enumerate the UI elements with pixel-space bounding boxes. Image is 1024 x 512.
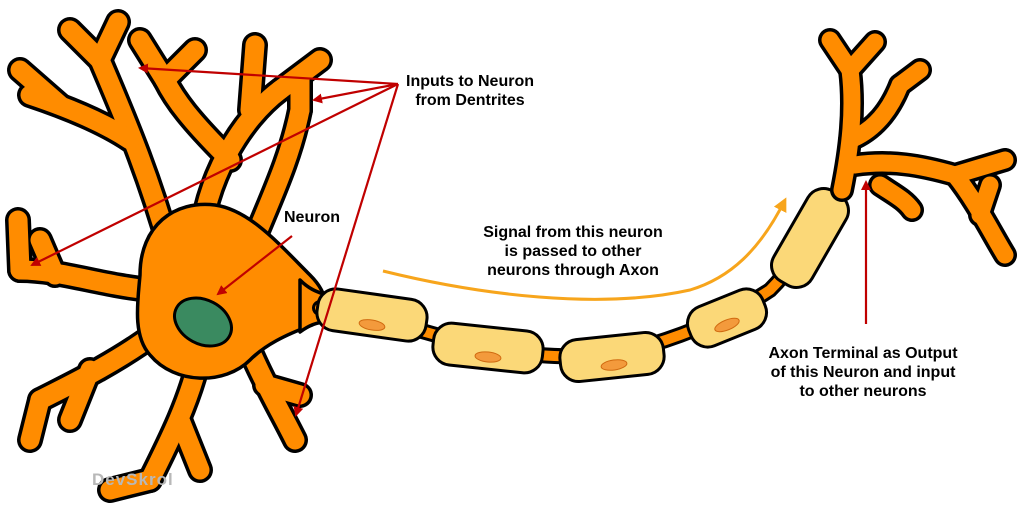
- label-inputs-to-neuron: Inputs to Neuron from Dentrites: [370, 72, 570, 110]
- label-line: is passed to other: [504, 243, 642, 260]
- myelin-segment: [431, 321, 545, 375]
- schwann-nucleus: [474, 351, 502, 363]
- input-arrows: [30, 63, 871, 417]
- label-line: Axon Terminal as Output: [768, 345, 958, 362]
- label-line: from Dentrites: [415, 92, 525, 109]
- axon-terminal: [818, 28, 1017, 267]
- schwann-nucleus: [358, 319, 386, 331]
- schwann-nucleus: [714, 317, 740, 333]
- label-neuron: Neuron: [262, 208, 362, 227]
- myelin-segment: [315, 287, 429, 343]
- label-line: to other neurons: [799, 383, 927, 400]
- arrow-to-cell-body: [216, 235, 293, 296]
- label-line: neurons through Axon: [487, 262, 659, 279]
- watermark: DevSkrol: [92, 470, 174, 489]
- label-line: Inputs to Neuron: [406, 73, 534, 90]
- label-axon-terminal: Axon Terminal as Output of this Neuron a…: [738, 344, 988, 401]
- arrow-to-dendrite-top-left: [138, 63, 399, 86]
- neuron-cell: [5, 9, 333, 503]
- signal-arrow: [382, 197, 787, 301]
- myelin-segment: [685, 287, 769, 349]
- label-line: of this Neuron and input: [770, 364, 956, 381]
- arrow-to-dendrite-top-right: [312, 82, 399, 104]
- myelin-segment: [558, 330, 666, 384]
- schwann-nuclei: [358, 317, 740, 371]
- arrow-to-dendrite-left: [30, 83, 399, 266]
- nucleus: [173, 296, 233, 348]
- label-line: Neuron: [284, 209, 340, 226]
- schwann-nucleus: [600, 359, 628, 371]
- myelin-sheaths: [315, 187, 850, 384]
- label-signal: Signal from this neuron is passed to oth…: [448, 223, 698, 280]
- axon: [312, 182, 850, 384]
- arrow-to-dendrite-bottom: [293, 83, 400, 417]
- cell-body: [135, 202, 327, 380]
- label-line: Signal from this neuron: [483, 224, 663, 241]
